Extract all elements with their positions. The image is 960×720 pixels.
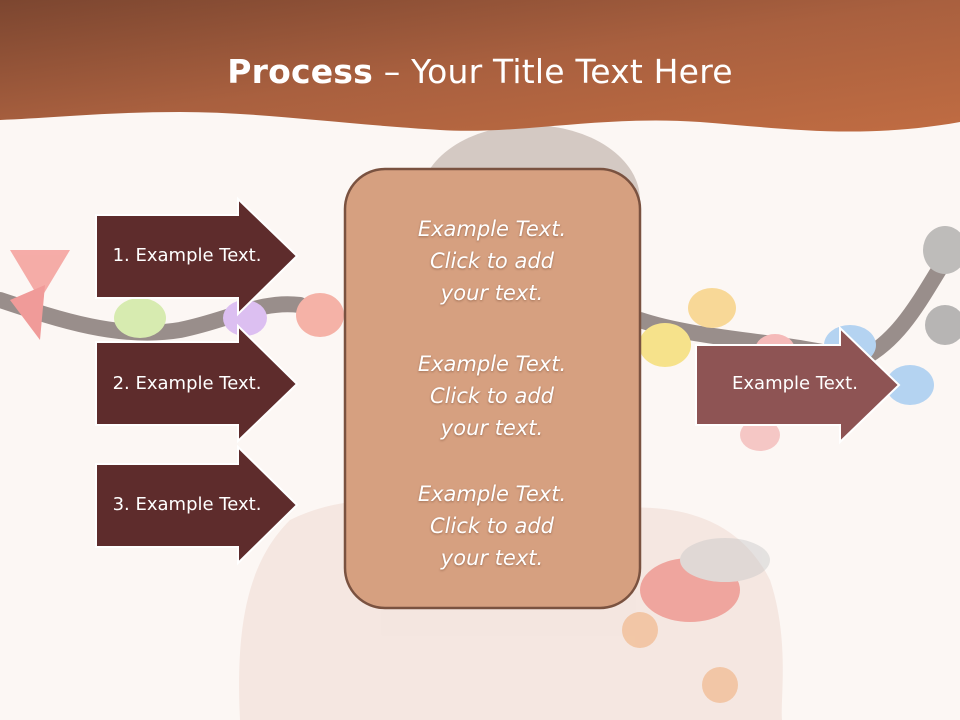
step-arrow-3[interactable] (95, 444, 299, 566)
step-label-2: 2. Example Text. (112, 373, 262, 394)
step-arrow-2[interactable] (95, 323, 299, 444)
step-label-1: 1. Example Text. (112, 245, 262, 266)
page-title: Process – Your Title Text Here (0, 52, 960, 91)
center-block-3-line1: Example Text. (417, 482, 567, 506)
center-block-1-line2: Click to add (429, 249, 554, 273)
tattoo (622, 538, 770, 703)
center-block-2-line1: Example Text. (417, 352, 567, 376)
center-box[interactable] (343, 167, 642, 610)
result-arrow[interactable] (695, 325, 901, 445)
center-block-2-line3: your text. (440, 416, 544, 440)
title-dash: – (373, 52, 412, 91)
step-arrow-1[interactable] (95, 196, 299, 317)
center-block-2: Example Text. Click to add your text. (346, 348, 638, 444)
center-block-1: Example Text. Click to add your text. (346, 213, 638, 309)
center-block-3-line2: Click to add (429, 514, 554, 538)
title-rest: Your Title Text Here (411, 52, 733, 91)
step-label-3: 3. Example Text. (112, 494, 262, 515)
title-bold: Process (227, 52, 373, 91)
header-band (0, 0, 960, 132)
center-block-2-line2: Click to add (429, 384, 554, 408)
result-label: Example Text. (732, 373, 858, 394)
center-block-3: Example Text. Click to add your text. (346, 478, 638, 574)
center-block-1-line1: Example Text. (417, 217, 567, 241)
braid-left (0, 250, 344, 341)
center-block-3-line3: your text. (440, 546, 544, 570)
center-block-1-line3: your text. (440, 281, 544, 305)
